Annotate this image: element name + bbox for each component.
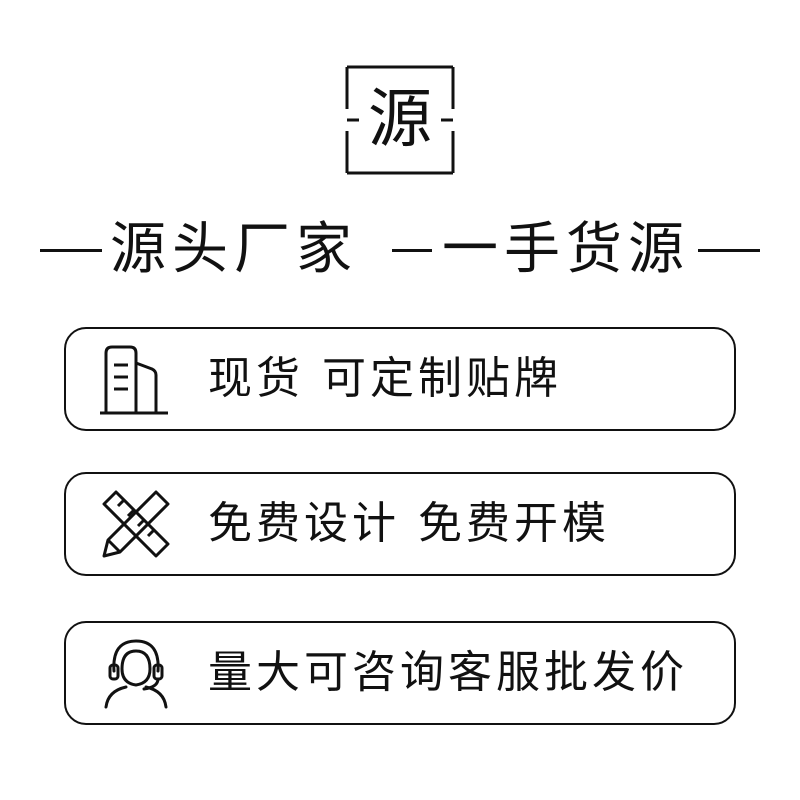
slogan-dash-middle (392, 248, 432, 252)
customer-service-icon (104, 639, 168, 709)
slogan-dash-left (40, 248, 102, 252)
feature-text-service: 量大可咨询客服批发价 (208, 647, 688, 698)
feature-card-service: 量大可咨询客服批发价 (64, 621, 736, 725)
building-icon (100, 345, 168, 415)
slogan-left-text: 源头厂家 (110, 217, 358, 282)
feature-text-design: 免费设计 免费开模 (208, 498, 610, 549)
logo-frame (345, 65, 455, 175)
slogan-dash-right (698, 248, 760, 252)
logo: 源 (345, 65, 455, 175)
feature-text-stock: 现货 可定制贴牌 (208, 353, 562, 404)
ruler-pencil-icon (102, 490, 170, 558)
slogan: 源头厂家 一手货源 (40, 218, 760, 282)
logo-character: 源 (368, 83, 432, 157)
slogan-right-text: 一手货源 (442, 217, 690, 282)
feature-card-stock: 现货 可定制贴牌 (64, 327, 736, 431)
feature-card-design: 免费设计 免费开模 (64, 472, 736, 576)
